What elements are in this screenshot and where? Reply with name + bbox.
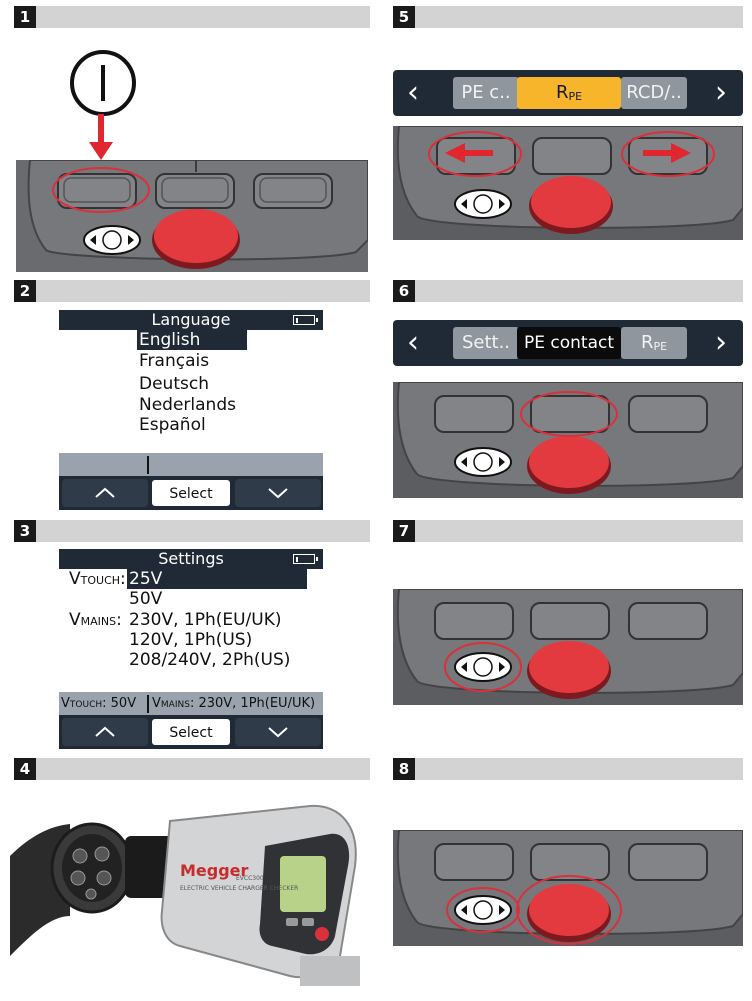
status-bar: VTOUCH: 50V VMAINS: 230V, 1Ph(EU/UK): [59, 692, 323, 716]
tagline-label: ELECTRIC VEHICLE CHARGER CHECKER: [180, 885, 298, 892]
step-2-header: 2: [14, 280, 370, 302]
tab-rpe[interactable]: RPE: [517, 77, 621, 109]
language-option-french[interactable]: Français: [139, 351, 210, 371]
vmains-label-main: V: [69, 610, 81, 630]
battery-icon: [293, 554, 318, 564]
softkey-bar: Select: [59, 476, 323, 510]
vtouch-option-25v[interactable]: 25V: [127, 569, 307, 589]
step-7-header: 7: [393, 520, 743, 542]
up-button[interactable]: [62, 718, 148, 746]
divider: [147, 456, 149, 474]
language-option-dutch[interactable]: Nederlands: [139, 395, 236, 415]
tab-rpe-sub: PE: [653, 340, 668, 353]
step-number: 3: [14, 520, 36, 542]
step-6-header: 6: [393, 280, 743, 302]
step-number: 4: [14, 758, 36, 780]
vtouch-label: VTOUCH:: [69, 569, 126, 589]
screen-title: Language: [59, 310, 323, 330]
select-button[interactable]: Select: [151, 479, 231, 507]
red-down-arrow-icon: [89, 114, 113, 160]
language-option-spanish[interactable]: Español: [139, 415, 206, 435]
device-keypad-photo: [393, 126, 743, 240]
brand-logo: Megger: [180, 861, 249, 880]
tab-rpe-main: R: [555, 82, 569, 103]
chevron-down-icon: [268, 727, 288, 738]
tab-pe-contact[interactable]: PE c..: [453, 77, 519, 109]
status-vmains-main: V: [152, 696, 161, 711]
status-vtouch: VTOUCH: 50V: [61, 692, 136, 717]
softkey-bar: Select: [59, 715, 323, 749]
chevron-left-icon[interactable]: ‹: [407, 325, 419, 360]
step-1-header: 1: [14, 6, 370, 28]
step-number: 2: [14, 280, 36, 302]
vtouch-option-50v[interactable]: 50V: [129, 589, 163, 609]
step-number: 6: [393, 280, 415, 302]
tab-pe-contact[interactable]: PE contact: [517, 327, 621, 359]
power-on-icon: [70, 50, 136, 116]
chevron-up-icon: [95, 487, 115, 498]
step-5-header: 5: [393, 6, 743, 28]
status-bar: [59, 453, 323, 477]
tab-rpe[interactable]: RPE: [621, 327, 687, 359]
step-8-header: 8: [393, 758, 743, 780]
device-keypad-photo: [16, 160, 368, 272]
step-number: 8: [393, 758, 415, 780]
chevron-left-icon[interactable]: ‹: [407, 75, 419, 110]
chevron-up-icon: [95, 726, 115, 737]
language-option-german[interactable]: Deutsch: [139, 374, 209, 394]
vmains-option-230v[interactable]: 230V, 1Ph(EU/UK): [129, 610, 282, 630]
language-title: Language: [151, 310, 231, 329]
device-keypad-photo: [393, 382, 743, 498]
settings-screen: Settings VTOUCH: 25V 50V VMAINS: 230V, 1…: [59, 549, 323, 749]
status-vmains: VMAINS: 230V, 1Ph(EU/UK): [152, 692, 315, 717]
status-vmains-value: : 230V, 1Ph(EU/UK): [189, 696, 316, 711]
settings-title: Settings: [158, 549, 224, 568]
language-screen: Language English Français Deutsch Nederl…: [59, 310, 323, 510]
tab-rpe-main: R: [640, 332, 654, 353]
menu-navigation-strip: ‹ Sett.. PE contact RPE ›: [393, 320, 743, 366]
device-connected-photo: Megger EVCC300 ELECTRIC VEHICLE CHARGER …: [10, 786, 372, 986]
status-vmains-sub: MAINS: [160, 700, 190, 710]
battery-icon: [293, 315, 318, 325]
step-number: 5: [393, 6, 415, 28]
language-option-english[interactable]: English: [137, 330, 247, 350]
tab-rpe-sub: PE: [568, 90, 583, 103]
up-button[interactable]: [62, 479, 148, 507]
chevron-down-icon: [268, 488, 288, 499]
status-vtouch-sub: TOUCH: [69, 700, 103, 710]
select-button[interactable]: Select: [151, 718, 231, 746]
vmains-label-sub: MAINS: [80, 615, 117, 628]
device-keypad-photo: [393, 830, 743, 946]
down-button[interactable]: [235, 479, 321, 507]
step-3-header: 3: [14, 520, 370, 542]
tab-settings[interactable]: Sett..: [453, 327, 519, 359]
vtouch-label-sub: TOUCH: [80, 574, 121, 587]
device-keypad-photo: [393, 589, 743, 705]
chevron-right-icon[interactable]: ›: [715, 75, 727, 110]
menu-navigation-strip: ‹ PE c.. RPE RCD/.. ›: [393, 70, 743, 116]
vmains-option-208-240v[interactable]: 208/240V, 2Ph(US): [129, 650, 291, 670]
step-number: 1: [14, 6, 36, 28]
down-button[interactable]: [235, 718, 321, 746]
screen-title: Settings: [59, 549, 323, 569]
status-vtouch-value: : 50V: [102, 696, 137, 711]
tab-rcd[interactable]: RCD/..: [621, 77, 687, 109]
divider: [147, 695, 149, 713]
status-vtouch-main: V: [61, 696, 70, 711]
model-label: EVCC300: [236, 875, 264, 882]
step-4-header: 4: [14, 758, 370, 780]
step-number: 7: [393, 520, 415, 542]
chevron-right-icon[interactable]: ›: [715, 325, 727, 360]
vmains-label: VMAINS:: [69, 610, 122, 630]
vmains-option-120v[interactable]: 120V, 1Ph(US): [129, 630, 253, 650]
vtouch-label-main: V: [69, 569, 81, 589]
